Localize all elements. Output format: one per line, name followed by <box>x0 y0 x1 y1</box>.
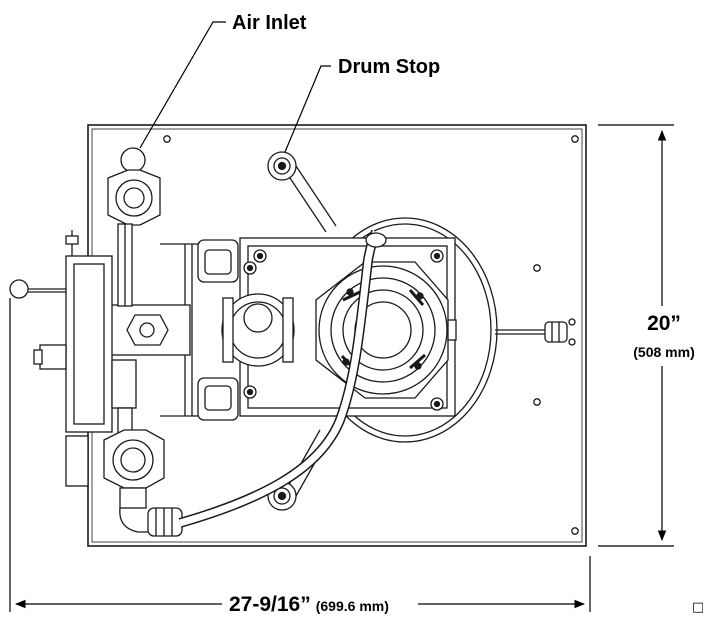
height-value: 20” <box>647 312 681 335</box>
release-handle <box>495 318 576 346</box>
pump-body <box>105 293 295 367</box>
width-label: 27-9/16” (699.6 mm) <box>229 593 389 616</box>
width-metric: (699.6 mm) <box>316 598 389 614</box>
drum-stop-label: Drum Stop <box>338 56 440 78</box>
width-value: 27-9/16” <box>229 593 311 616</box>
outlet-fitting <box>103 429 183 537</box>
fluid-hose <box>178 229 387 528</box>
air-inlet-fitting <box>107 147 161 439</box>
air-regulator-block <box>9 230 113 487</box>
edge-glyph: □ <box>692 600 703 615</box>
air-inlet-label: Air Inlet <box>232 12 307 34</box>
height-metric: (508 mm) <box>633 344 694 360</box>
callout-leaders <box>139 21 331 153</box>
